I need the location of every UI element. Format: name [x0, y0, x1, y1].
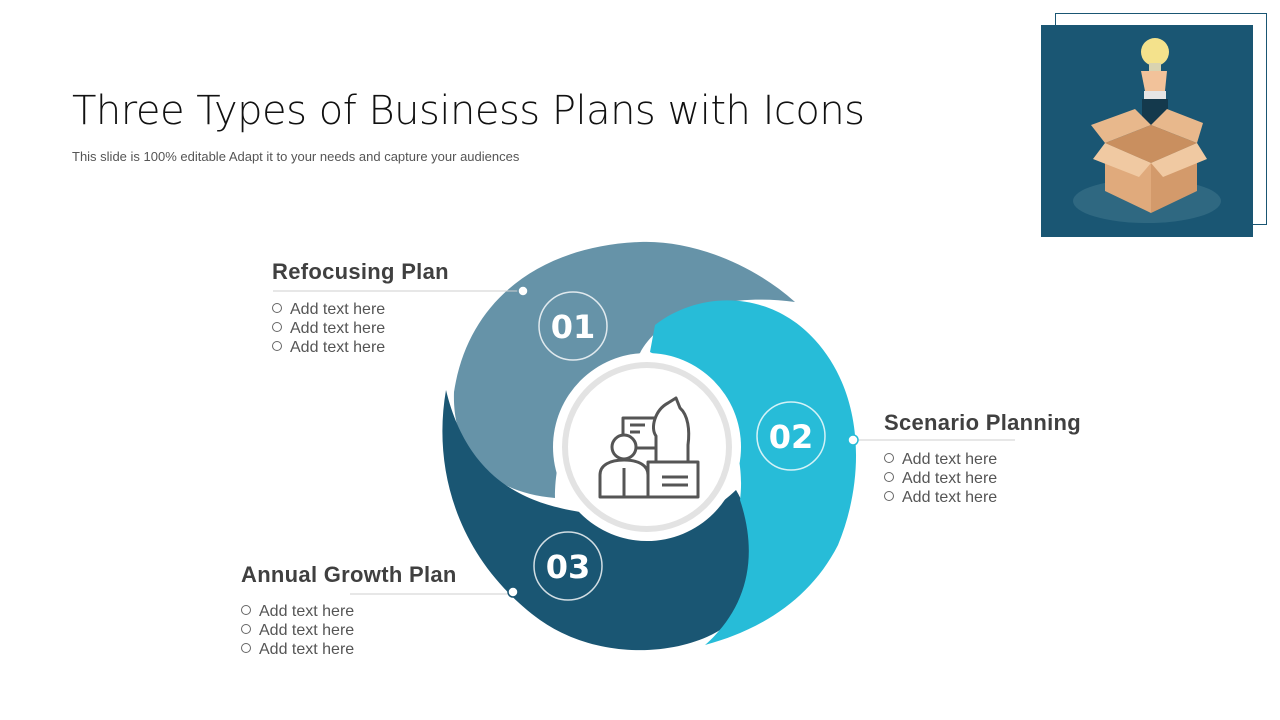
page-subtitle: This slide is 100% editable Adapt it to … [72, 149, 520, 164]
plan-bullets-03: Add text here Add text here Add text her… [241, 602, 354, 659]
list-item: Add text here [884, 488, 997, 507]
plan-label-refocusing: Refocusing Plan [272, 259, 449, 284]
plan-number-02: 02 [769, 418, 814, 456]
hand-lightbulb-box-icon [1041, 25, 1253, 237]
plan-bullets-02: Add text here Add text here Add text her… [884, 450, 997, 507]
list-item: Add text here [272, 319, 385, 338]
page-title: Three Types of Business Plans with Icons [72, 88, 865, 134]
list-item: Add text here [884, 450, 997, 469]
list-item: Add text here [241, 640, 354, 659]
list-item: Add text here [241, 621, 354, 640]
list-item: Add text here [241, 602, 354, 621]
list-item: Add text here [272, 338, 385, 357]
list-item: Add text here [272, 300, 385, 319]
plan-label-scenario: Scenario Planning [884, 410, 1082, 435]
plan-label-annual-growth: Annual Growth Plan [241, 562, 457, 587]
segment-01 [453, 241, 795, 498]
plan-bullets-01: Add text here Add text here Add text her… [272, 300, 385, 357]
plan-number-01: 01 [551, 308, 596, 346]
list-item: Add text here [884, 469, 997, 488]
plan-number-03: 03 [546, 548, 591, 586]
businessman-chess-knight-icon [598, 396, 700, 499]
